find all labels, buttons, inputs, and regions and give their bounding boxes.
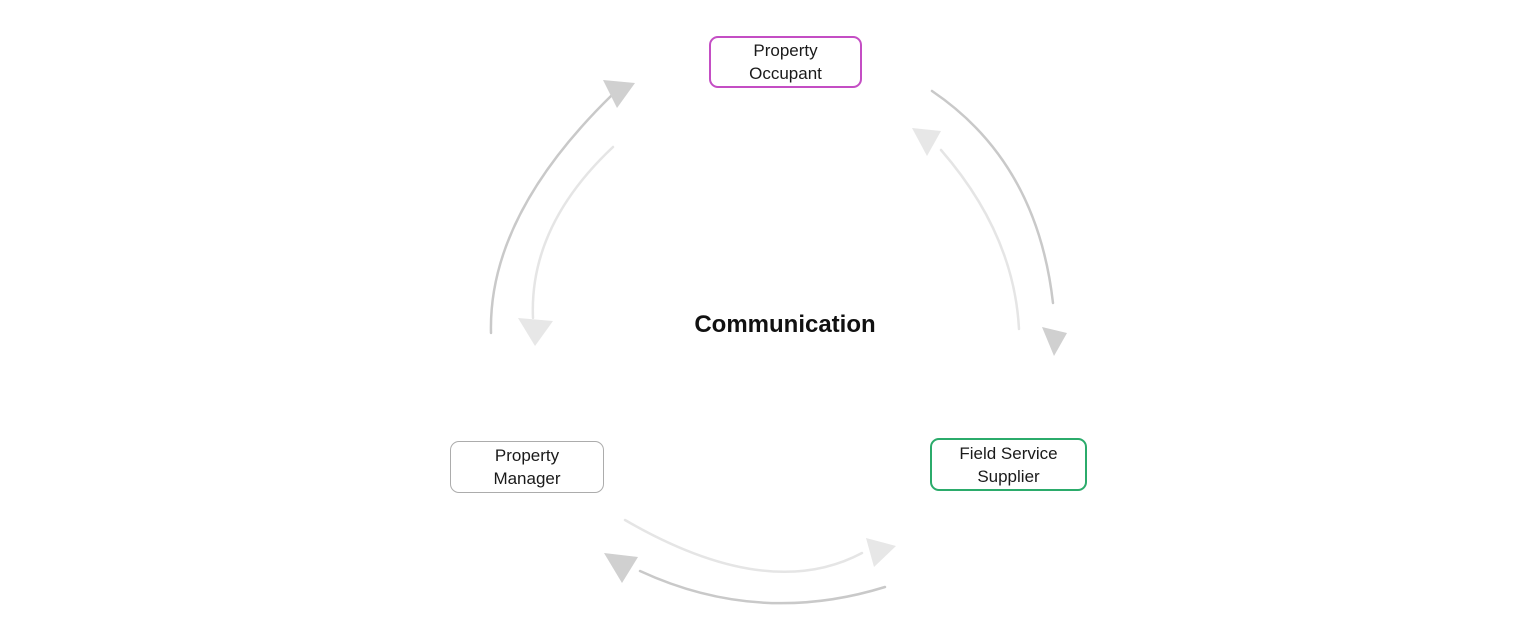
arrowhead-manager-to-occupant-icon: [603, 80, 635, 108]
node-field-service-supplier: Field Service Supplier: [930, 438, 1087, 491]
node-label-line: Field Service: [959, 443, 1058, 463]
node-property-occupant: Property Occupant: [709, 36, 862, 88]
node-label-line: Property: [494, 446, 560, 465]
arrow-supplier-to-manager: [638, 569, 887, 605]
node-label-line: Manager: [493, 469, 561, 488]
node-label-line: Property: [753, 41, 818, 60]
arrow-supplier-to-occupant: [939, 148, 1021, 331]
diagram-title: Communication: [694, 311, 876, 338]
arrow-occupant-to-supplier: [930, 89, 1055, 305]
arrowhead-supplier-to-manager-icon: [604, 553, 638, 583]
arrowhead-occupant-to-manager-icon: [518, 318, 553, 346]
arrowhead-manager-to-supplier-icon: [866, 538, 896, 567]
arrow-occupant-to-manager: [531, 145, 615, 320]
node-label-line: Occupant: [749, 64, 822, 83]
node-label-line: Supplier: [977, 466, 1040, 486]
arrow-manager-to-supplier: [623, 518, 864, 573]
arrow-manager-to-occupant: [489, 93, 614, 335]
arrowhead-occupant-to-supplier-icon: [1042, 327, 1067, 356]
node-property-manager: Property Manager: [450, 441, 604, 493]
arrowhead-supplier-to-occupant-icon: [912, 128, 941, 156]
